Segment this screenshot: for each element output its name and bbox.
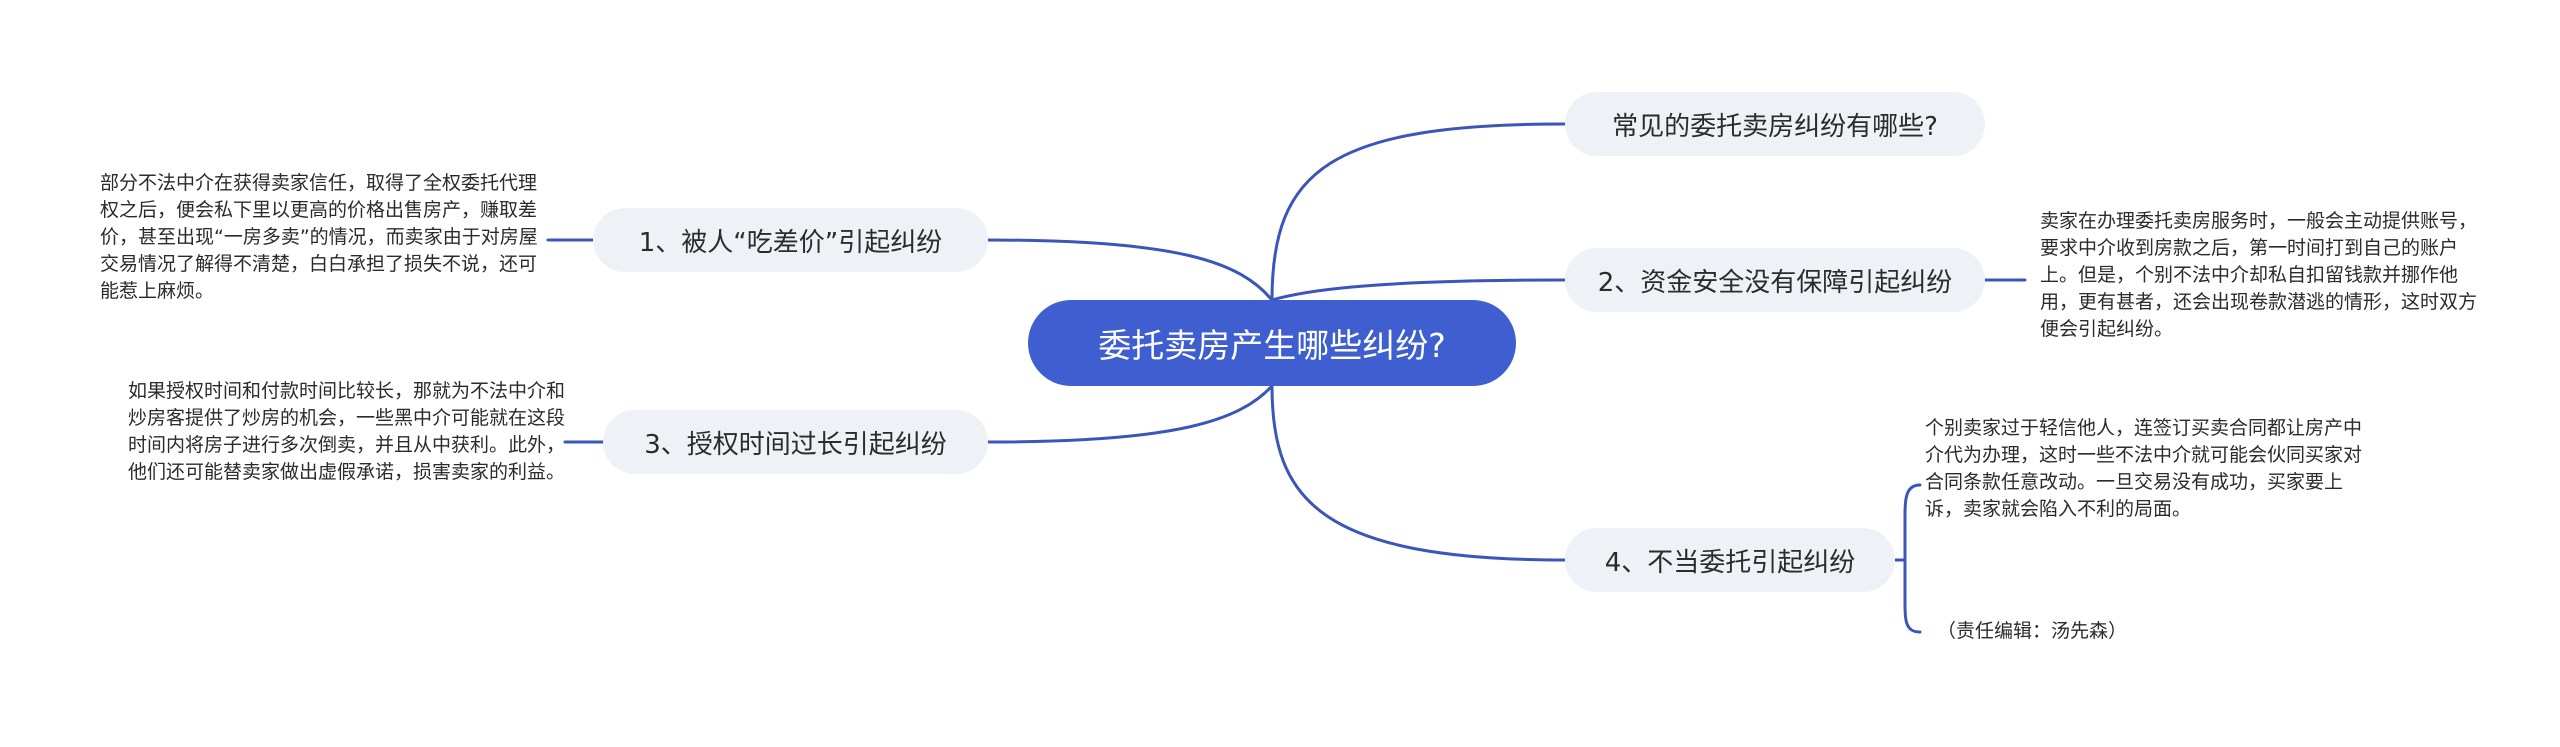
branch-label: 4、不当委托引起纠纷 <box>1604 547 1856 578</box>
note-price-gap[interactable]: 部分不法中介在获得卖家信任，取得了全权委托代理权之后，便会私下里以更高的价格出售… <box>100 172 538 302</box>
connector-root-to-fund-safety <box>1270 278 1567 302</box>
branch-long-authorization[interactable]: 3、授权时间过长引起纠纷 <box>603 410 988 474</box>
root-topic[interactable]: 委托卖房产生哪些纠纷? <box>1028 300 1516 386</box>
connector-root-to-price-gap <box>986 238 1274 302</box>
branch-fund-safety[interactable]: 2、资金安全没有保障引起纠纷 <box>1565 248 1985 312</box>
connector-root-to-improper-entrust <box>1270 384 1567 562</box>
note-long-authorization[interactable]: 如果授权时间和付款时间比较长，那就为不法中介和炒房客提供了炒房的机会，一些黑中介… <box>128 380 566 483</box>
branch-label: 1、被人“吃差价”引起纠纷 <box>638 227 943 258</box>
root-topic-label: 委托卖房产生哪些纠纷? <box>1098 326 1446 365</box>
branch-common-disputes[interactable]: 常见的委托卖房纠纷有哪些? <box>1565 92 1985 156</box>
note-fund-safety[interactable]: 卖家在办理委托卖房服务时，一般会主动提供账号，要求中介收到房款之后，第一时间打到… <box>2040 210 2478 340</box>
branch-label: 3、授权时间过长引起纠纷 <box>644 429 947 460</box>
connector-root-to-common-disputes <box>1270 122 1567 302</box>
branch-price-gap[interactable]: 1、被人“吃差价”引起纠纷 <box>593 208 988 272</box>
note-editor[interactable]: （责任编辑：汤先森） <box>1937 620 2128 642</box>
branch-label: 2、资金安全没有保障引起纠纷 <box>1597 267 1953 298</box>
branch-improper-entrust[interactable]: 4、不当委托引起纠纷 <box>1565 528 1895 592</box>
note-improper-entrust[interactable]: 个别卖家过于轻信他人，连签订买卖合同都让房产中介代为办理，这时一些不法中介就可能… <box>1925 417 2363 520</box>
connector-improper-entrust-bracket <box>1903 483 1922 634</box>
connector-root-to-long-authorization <box>986 384 1274 444</box>
branch-label: 常见的委托卖房纠纷有哪些? <box>1612 111 1938 142</box>
